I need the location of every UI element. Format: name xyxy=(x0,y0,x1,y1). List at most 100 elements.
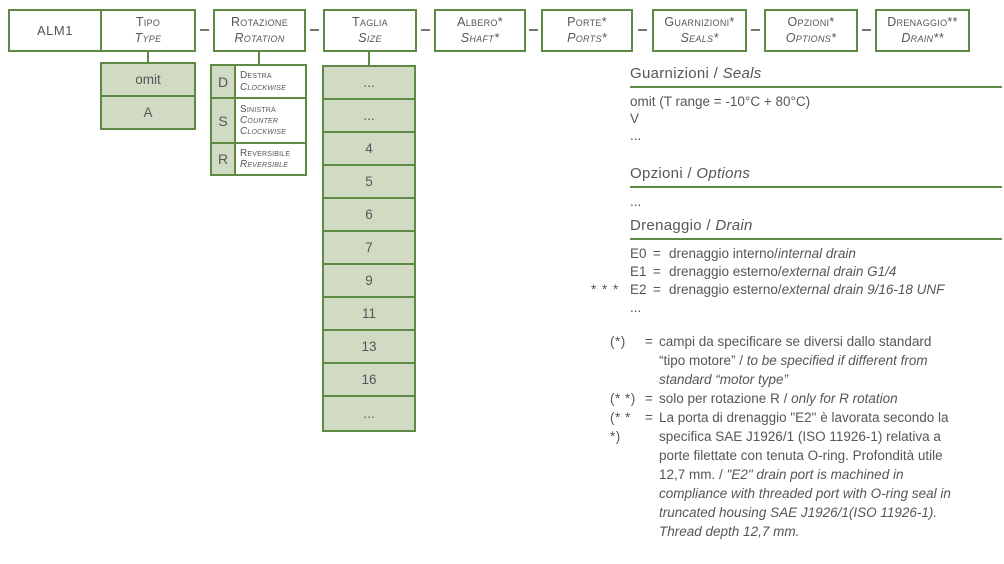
code-box-rotation: Rotazione Rotation xyxy=(213,9,306,52)
footnote-line: solo per rotazione R / xyxy=(659,391,792,406)
seals-item: omit (T range = -10°C + 80°C) xyxy=(630,94,811,109)
rotation-desc-en: Counter Clockwise xyxy=(240,114,286,138)
rotation-desc-it: Reversibile xyxy=(240,147,291,159)
connector-dash xyxy=(200,29,209,31)
code-box-model-type: ALM1 Tipo Type xyxy=(8,9,196,52)
footnotes: (*) = campi da specificare se diversi da… xyxy=(590,332,1004,541)
footnote-line: to be specified if different from xyxy=(746,353,928,368)
rotation-options-table: D Destra Clockwise S Sinistra Counter Cl… xyxy=(210,64,307,176)
size-option: 4 xyxy=(365,141,373,156)
connector-dash xyxy=(310,29,319,31)
size-option: 7 xyxy=(365,240,373,255)
footnote-single-star: (*) = campi da specificare se diversi da… xyxy=(590,332,1004,389)
type-options-table: omit A xyxy=(100,62,196,130)
footnote-line: "E2" drain port is machined in xyxy=(726,467,904,482)
code-box-type: Tipo Type xyxy=(102,11,194,50)
footnote-eq: = xyxy=(645,334,653,349)
size-label-it: Taglia xyxy=(352,15,388,30)
type-label-it: Tipo xyxy=(135,15,161,30)
drain-row-e1: E1 = drenaggio esterno/external drain G1… xyxy=(590,263,1002,281)
shaft-label-it: Albero* xyxy=(457,15,503,30)
drain-code: E1 xyxy=(630,264,647,279)
size-option-row: 13 xyxy=(324,331,414,364)
options-title-it: Opzioni xyxy=(630,165,683,182)
options-title-en: Options xyxy=(696,165,751,182)
rotation-label-en: Rotation xyxy=(234,30,285,45)
seals-title-en: Seals xyxy=(722,65,762,82)
connector-dash xyxy=(421,29,430,31)
code-box-drain: Drenaggio** Drain** xyxy=(875,9,970,52)
footnote-line: compliance with threaded port with O-rin… xyxy=(659,486,951,501)
footnote-line: specifica SAE J1926/1 (ISO 11926-1) rela… xyxy=(659,429,941,444)
footnote-line: truncated housing SAE J1926/1(ISO 11926-… xyxy=(659,505,938,520)
footnote-eq: = xyxy=(645,391,653,406)
footnote-line: only for R rotation xyxy=(791,391,898,406)
drain-row-e2: * * * E2 = drenaggio esterno/external dr… xyxy=(590,281,1002,299)
size-option: ... xyxy=(363,75,375,90)
rotation-code: R xyxy=(212,144,236,174)
size-option-row: 4 xyxy=(324,133,414,166)
connector-dash xyxy=(529,29,538,31)
options-title-sep: / xyxy=(682,165,697,182)
rotation-code: D xyxy=(212,66,236,97)
footnote-line: standard “motor type” xyxy=(659,372,789,387)
footnote-marker: (* *) xyxy=(610,391,636,406)
drain-desc-en: external drain G1/4 xyxy=(781,264,897,279)
size-option: 16 xyxy=(361,372,377,387)
drain-desc-en: internal drain xyxy=(777,246,856,261)
code-box-ports: Porte* Ports* xyxy=(541,9,633,52)
drain-desc-it: drenaggio esterno/ xyxy=(669,264,782,279)
type-option: A xyxy=(143,105,153,120)
footnote-marker: (* * *) xyxy=(610,410,631,444)
ports-label-en: Ports* xyxy=(567,30,607,45)
drain-desc-en: external drain 9/16-18 UNF xyxy=(781,282,945,297)
rotation-code: S xyxy=(212,99,236,142)
footnote-text: solo per rotazione R / only for R rotati… xyxy=(659,389,1004,408)
size-label-en: Size xyxy=(358,30,382,45)
type-label-en: Type xyxy=(134,30,162,45)
size-option-row: 9 xyxy=(324,265,414,298)
size-options-table: ... ... 4 5 6 7 9 11 13 16 ... xyxy=(322,65,416,432)
size-option-row: 7 xyxy=(324,232,414,265)
footnote-line: “tipo motore” / xyxy=(659,353,747,368)
size-option: ... xyxy=(363,406,375,421)
size-option-row: 16 xyxy=(324,364,414,397)
drain-desc: drenaggio interno/internal drain xyxy=(669,245,1002,263)
options-section-title: Opzioni / Options xyxy=(630,165,1002,188)
drain-code: E2 xyxy=(630,282,647,297)
drain-section: Drenaggio / Drain E0 = drenaggio interno… xyxy=(590,217,1002,317)
footnote-eq: = xyxy=(645,410,653,425)
drain-title-it: Drenaggio xyxy=(630,217,702,234)
drain-desc-it: drenaggio esterno/ xyxy=(669,282,782,297)
size-option: 11 xyxy=(361,306,376,321)
drain-more: ... xyxy=(630,300,642,315)
rotation-option-row: S Sinistra Counter Clockwise xyxy=(212,99,305,144)
drain-prefix xyxy=(590,263,630,281)
drain-footnote-stars: * * * xyxy=(591,282,620,297)
drain-label-en: Drain** xyxy=(901,30,944,45)
code-box-seals: Guarnizioni* Seals* xyxy=(652,9,747,52)
drain-eq: = xyxy=(653,264,661,279)
options-section: Opzioni / Options ... xyxy=(590,165,1002,210)
size-option: 6 xyxy=(365,207,373,222)
seals-item: ... xyxy=(630,128,642,143)
connector-line xyxy=(368,52,370,65)
shaft-label-en: Shaft* xyxy=(460,30,500,45)
footnote-line: La porta di drenaggio "E2" è lavorata se… xyxy=(659,410,949,425)
code-box-size: Taglia Size xyxy=(323,9,417,52)
drain-desc: drenaggio esterno/external drain G1/4 xyxy=(669,263,1002,281)
seals-title-sep: / xyxy=(709,65,723,82)
rotation-desc-en: Clockwise xyxy=(240,81,286,93)
drain-section-title: Drenaggio / Drain xyxy=(630,217,1002,240)
type-option-row: A xyxy=(102,97,194,128)
size-option-row: 11 xyxy=(324,298,414,331)
seals-label-en: Seals* xyxy=(680,30,719,45)
model-code: ALM1 xyxy=(10,11,102,50)
drain-row-e0: E0 = drenaggio interno/internal drain xyxy=(590,245,1002,263)
seals-section: Guarnizioni / Seals omit (T range = -10°… xyxy=(590,65,1002,144)
seals-title-it: Guarnizioni xyxy=(630,65,710,82)
size-option: 9 xyxy=(365,273,373,288)
connector-dash xyxy=(751,29,760,31)
size-option-row: ... xyxy=(324,67,414,100)
